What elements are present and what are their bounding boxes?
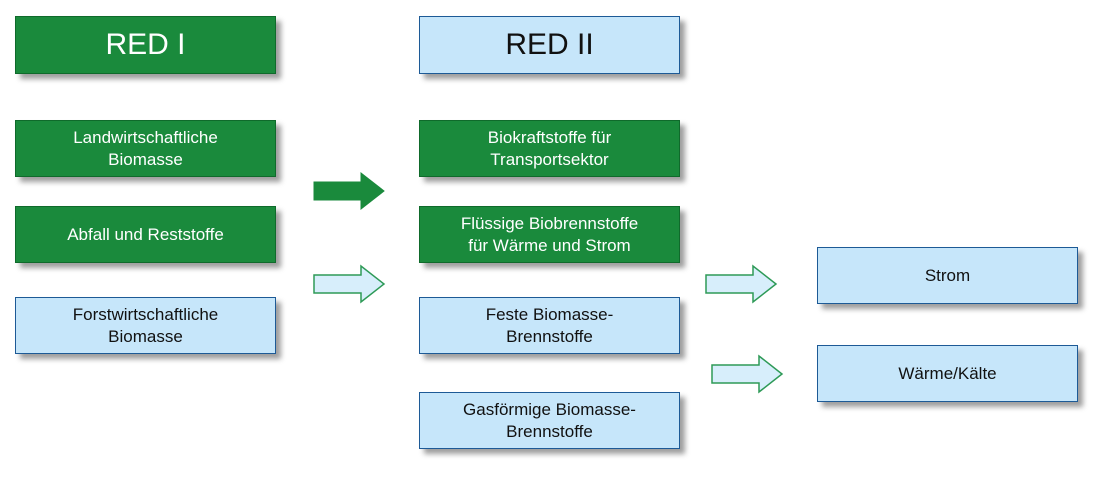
- output-label: Strom: [924, 265, 971, 285]
- red1-header: RED I: [15, 16, 276, 74]
- red1-item-abfall-reststoffe: Abfall und Reststoffe: [15, 206, 276, 263]
- red2-header-label: RED II: [505, 28, 594, 62]
- item-line: für Wärme und Strom: [468, 235, 631, 255]
- output-waerme-kaelte: Wärme/Kälte: [817, 345, 1078, 402]
- arrow-right-filled-icon: [313, 171, 385, 211]
- red2-header: RED II: [419, 16, 680, 74]
- item-line: Gasförmige Biomasse-: [463, 400, 636, 420]
- item-line: Biokraftstoffe für: [487, 128, 612, 148]
- item-line: Flüssige Biobrennstoffe: [460, 214, 639, 234]
- arrow-right-outline-icon: [313, 264, 386, 304]
- item-line: Biomasse: [108, 149, 183, 169]
- red1-header-label: RED I: [105, 28, 186, 62]
- red2-item-feste-biomasse: Feste Biomasse-Brennstoffe: [419, 297, 680, 354]
- item-line: Abfall und Reststoffe: [67, 224, 224, 244]
- item-line: Landwirtschaftliche: [73, 128, 218, 148]
- output-label: Wärme/Kälte: [898, 363, 997, 383]
- item-line: Feste Biomasse-: [485, 305, 614, 325]
- item-line: Transportsektor: [490, 149, 609, 169]
- red2-item-gasfoermige-biomasse: Gasförmige Biomasse-Brennstoffe: [419, 392, 680, 449]
- arrow-right-outline-icon: [705, 264, 778, 304]
- item-line: Brennstoffe: [506, 326, 593, 346]
- item-line: Brennstoffe: [506, 421, 593, 441]
- item-line: Biomasse: [108, 326, 183, 346]
- item-line: Forstwirtschaftliche: [72, 305, 219, 325]
- arrow-right-outline-icon: [711, 354, 784, 394]
- output-strom: Strom: [817, 247, 1078, 304]
